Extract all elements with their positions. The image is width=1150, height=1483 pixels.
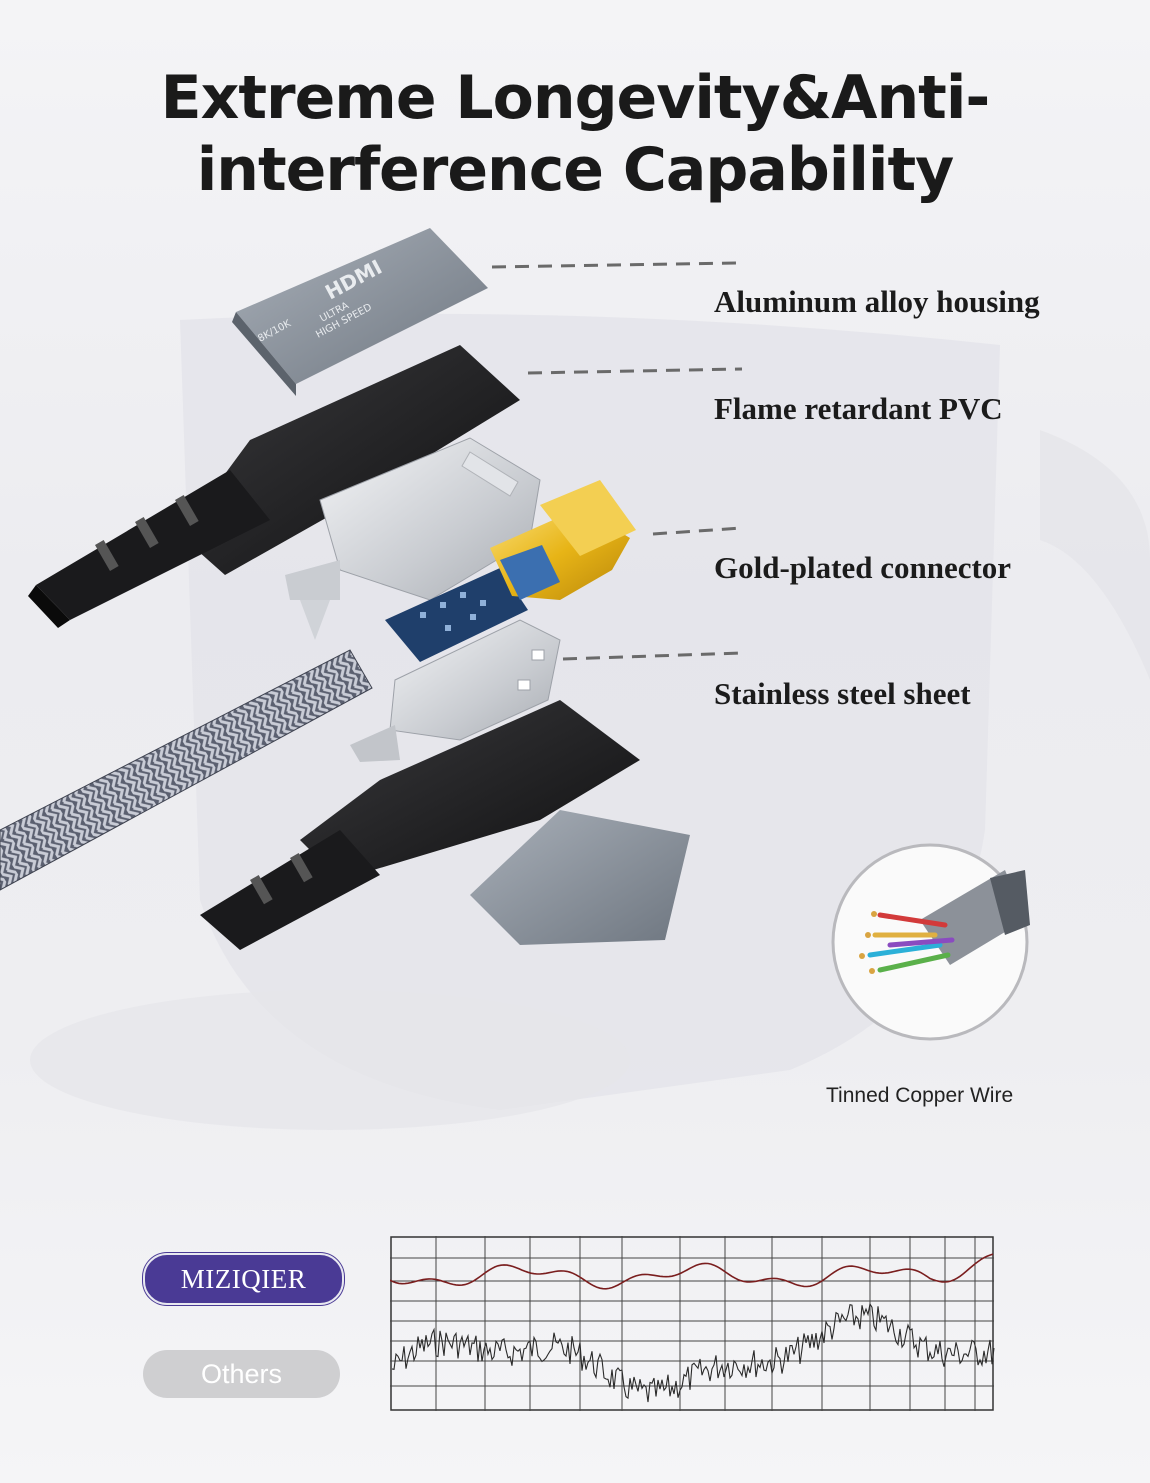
callout-stainless-steel-sheet: Stainless steel sheet [714,676,971,711]
headline: Extreme Longevity&Anti- interference Cap… [0,62,1150,206]
brand-pill: MIZIQIER [143,1253,344,1305]
graph-grid [390,1236,994,1411]
aluminum-housing-part: HDMI ULTRA HIGH SPEED 8K/10K [232,228,488,396]
callout-aluminum-housing: Aluminum alloy housing [714,284,1040,319]
gold-plated-connector-part [385,480,636,662]
pvc-boot-bottom-part [200,700,690,950]
headline-line-2: interference Capability [196,135,955,205]
leader-lines [491,261,743,661]
noisy-signal-line [391,1302,995,1403]
others-pill: Others [143,1350,340,1398]
headline-line-1: Extreme Longevity&Anti- [160,63,991,133]
callout-flame-retardant-pvc: Flame retardant PVC [714,391,1003,426]
braided-cable [0,649,373,891]
tinned-copper-wire-inset [831,843,1030,1041]
inset-label: Tinned Copper Wire [826,1084,1014,1107]
pvc-boot-top-part [28,345,520,628]
smooth-signal-line [390,1253,994,1290]
callout-gold-plated-connector: Gold-plated connector [714,550,1012,585]
steel-shell-bottom-part [350,619,561,762]
signal-comparison-graph [390,1236,995,1411]
steel-shell-top-part [285,437,541,640]
